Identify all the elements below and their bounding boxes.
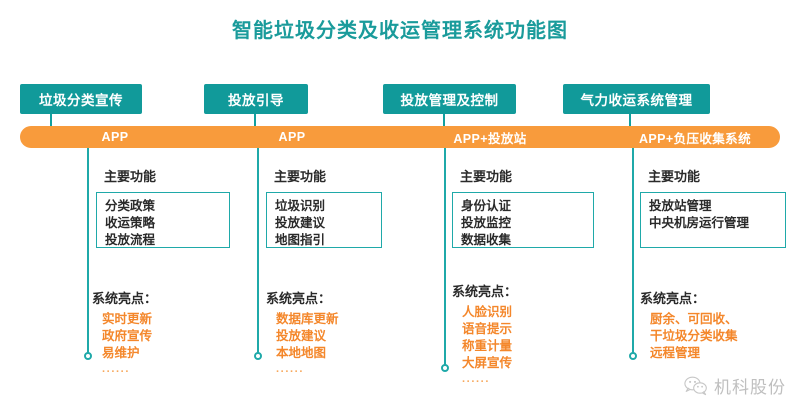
header-connector-1 [50,114,52,128]
column-2-main-function-title: 主要功能 [274,169,327,184]
column-4: 主要功能 投放站管理 中央机房运行管理 [640,166,786,248]
wechat-icon [684,376,708,396]
column-2-function-item: 垃圾识别 [275,199,326,213]
column-2-highlight-item: 本地地图 [276,346,327,360]
column-3-highlight-item: 大屏宣传 [462,356,513,370]
column-rail-dot-1 [84,352,92,360]
column-1-main-function-title: 主要功能 [104,169,157,184]
column-1-function-item: 收运策略 [105,216,156,230]
channel-bar [20,126,780,148]
bar-label-2: APP [278,130,306,144]
column-2-highlight-ellipsis: ······ [276,366,304,378]
column-rail-1 [87,148,89,356]
column-4-main-function-title: 主要功能 [648,169,701,184]
column-1-function-item: 分类政策 [105,199,156,213]
header-box-1: 垃圾分类宣传 [20,84,142,114]
column-3-highlight-item: 人脸识别 [462,305,513,319]
column-4-highlight-item: 厨余、可回收、 [650,312,738,326]
header-box-4: 气力收运系统管理 [563,84,710,114]
column-2-highlight-item: 投放建议 [276,329,327,343]
column-1-highlight-item: 政府宣传 [102,329,153,343]
column-3-main-function-title: 主要功能 [460,169,513,184]
header-connector-2 [254,114,256,128]
header-box-2: 投放引导 [204,84,308,114]
bar-label-1: APP [101,130,129,144]
column-rail-dot-3 [441,364,449,372]
column-1-highlight-ellipsis: ······ [102,366,130,378]
column-rail-dot-4 [629,352,637,360]
column-3-highlight-item: 称重计量 [462,339,513,353]
column-1-highlight-item: 实时更新 [102,312,153,326]
column-1-function-item: 投放流程 [105,233,156,247]
column-1-highlights-title: 系统亮点： [92,291,158,306]
column-4-function-box: 投放站管理 中央机房运行管理 [640,192,786,248]
column-2-highlights: 系统亮点： 数据库更新 投放建议 本地地图 ······ [266,288,339,380]
column-2: 主要功能 垃圾识别 投放建议 地图指引 [266,166,382,248]
column-4-highlight-item: 远程管理 [650,346,701,360]
column-3-function-item: 数据收集 [461,233,512,247]
column-3-highlights-title: 系统亮点： [452,284,518,299]
page-title: 智能垃圾分类及收运管理系统功能图 [232,20,568,42]
column-rail-dot-2 [254,352,262,360]
column-2-highlights-title: 系统亮点： [266,291,332,306]
column-1-function-box: 分类政策 收运策略 投放流程 [96,192,230,248]
column-rail-2 [257,148,259,356]
column-3-function-item: 投放监控 [461,216,512,230]
column-1: 主要功能 分类政策 收运策略 投放流程 [96,166,230,248]
watermark-text: 机科股份 [714,378,786,397]
column-3-highlight-item: 语音提示 [462,322,513,336]
header-connector-3 [443,114,445,128]
column-2-function-item: 地图指引 [275,233,326,247]
column-3-function-box: 身份认证 投放监控 数据收集 [452,192,594,248]
header-connector-4 [629,114,631,128]
column-3-highlights: 系统亮点： 人脸识别 语音提示 称重计量 大屏宣传 ······ [452,281,517,390]
column-4-highlight-item: 干垃圾分类收集 [650,329,738,343]
column-2-function-item: 投放建议 [275,216,326,230]
column-4-highlights-title: 系统亮点： [640,291,706,306]
column-3: 主要功能 身份认证 投放监控 数据收集 [452,166,594,248]
bar-label-4: APP+负压收集系统 [638,131,751,146]
column-4-function-item: 投放站管理 [649,199,712,213]
header-box-3: 投放管理及控制 [383,84,516,114]
bar-label-3: APP+投放站 [453,131,527,146]
column-rail-4 [632,148,634,356]
column-3-highlight-ellipsis: ······ [462,376,490,388]
column-2-highlight-item: 数据库更新 [276,312,339,326]
column-1-highlights: 系统亮点： 实时更新 政府宣传 易维护 ······ [92,288,157,380]
column-4-function-item: 中央机房运行管理 [649,216,750,230]
column-rail-3 [444,148,446,368]
watermark: 机科股份 [684,373,786,398]
column-3-function-item: 身份认证 [461,199,512,213]
column-4-highlights: 系统亮点： 厨余、可回收、 干垃圾分类收集 远程管理 [640,288,738,362]
column-1-highlight-item: 易维护 [102,346,140,360]
column-2-function-box: 垃圾识别 投放建议 地图指引 [266,192,382,248]
